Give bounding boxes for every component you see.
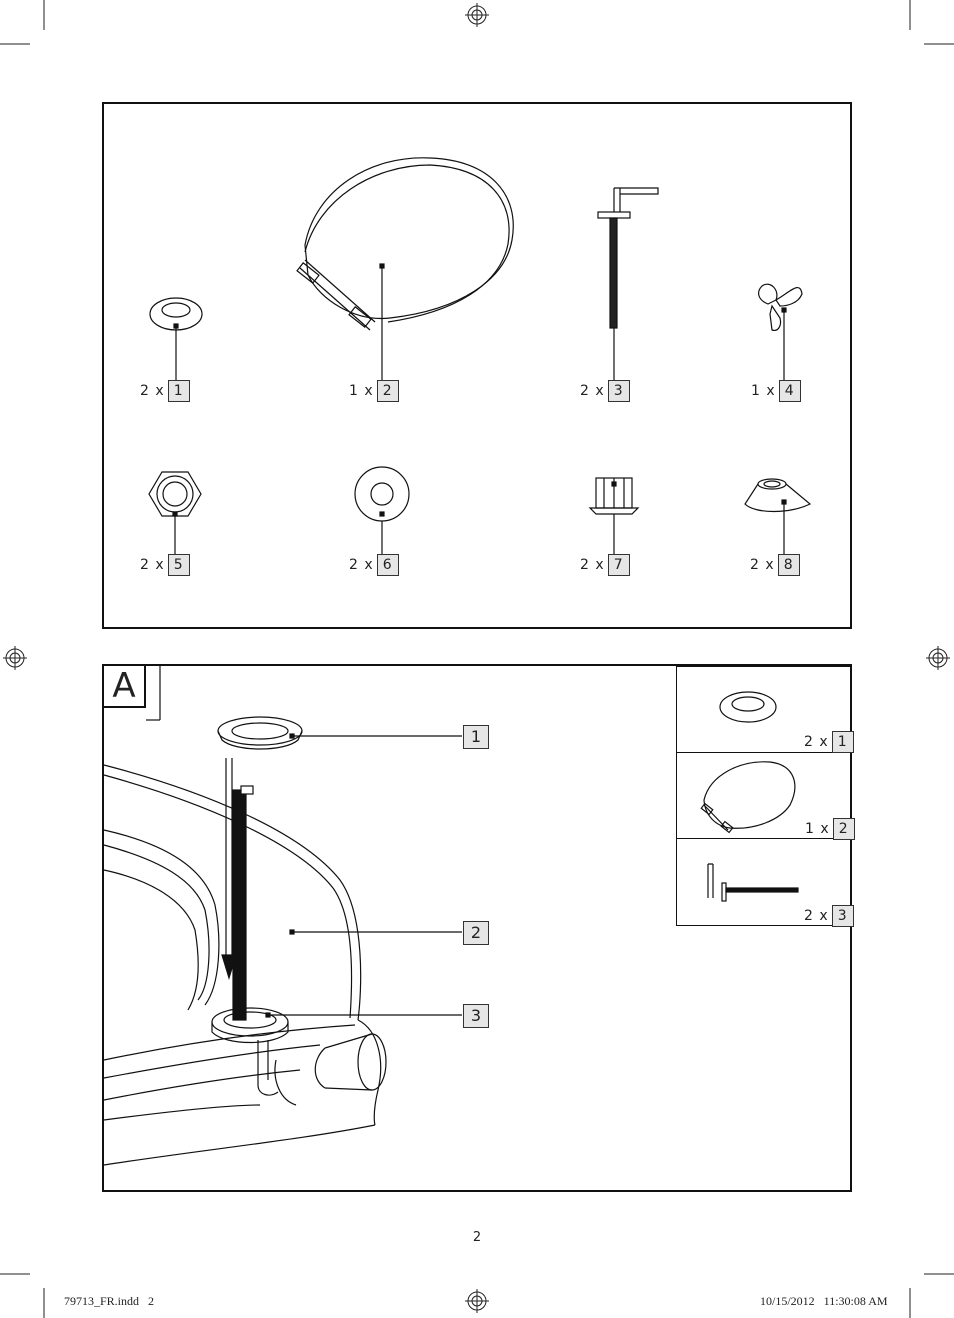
inset-1-number: 1	[831, 731, 854, 753]
part-4-wing-nut-drawing	[758, 283, 803, 380]
part-7-number: 7	[607, 554, 630, 576]
part-5-hex-nut-drawing	[148, 471, 202, 555]
part-1-cup-washer-drawing	[149, 297, 203, 380]
inset-3-qty: 2 x	[804, 908, 829, 924]
part-6-washer-drawing	[354, 466, 410, 555]
inset-2-qty: 1 x	[805, 821, 830, 837]
parts-overview-panel	[102, 102, 852, 629]
inset-1-qty: 2 x	[804, 734, 829, 750]
part-6-number: 6	[376, 554, 399, 576]
part-6-qty: 2 x	[349, 557, 374, 573]
part-4-number: 4	[778, 380, 801, 402]
part-7-sleeve-drawing	[588, 477, 640, 555]
part-1-number: 1	[167, 380, 190, 402]
inset-2-number: 2	[832, 818, 855, 840]
part-5-number: 5	[167, 554, 190, 576]
step-bolt-drawing	[232, 789, 247, 1021]
page-number: 2	[472, 1230, 482, 1245]
part-8-qty: 2 x	[750, 557, 775, 573]
part-3-number: 3	[607, 380, 630, 402]
part-2-qty: 1 x	[349, 383, 374, 399]
part-2-toilet-seat-drawing	[296, 157, 514, 380]
inset-row-3	[676, 838, 851, 926]
registration-mark-bottom	[465, 1289, 489, 1313]
step-seat-drawing	[103, 764, 387, 1166]
step-arrow-drawing	[221, 758, 237, 981]
registration-mark-top	[465, 3, 489, 27]
part-1-qty: 2 x	[140, 383, 165, 399]
step-label: A	[102, 664, 146, 708]
step-hinge-washer-drawing	[211, 1007, 289, 1044]
parts-drawings	[148, 157, 812, 555]
part-8-cone-spacer-drawing	[744, 478, 812, 555]
part-5-qty: 2 x	[140, 557, 165, 573]
part-3-qty: 2 x	[580, 383, 605, 399]
part-2-number: 2	[376, 380, 399, 402]
registration-mark-right	[926, 646, 950, 670]
inset-3-number: 3	[831, 905, 854, 927]
inset-bolt-drawing	[707, 863, 799, 902]
registration-mark-left	[3, 646, 27, 670]
step-callout-2: 2	[463, 921, 489, 945]
part-3-bolt-drawing	[597, 187, 659, 380]
part-8-number: 8	[777, 554, 800, 576]
step-callout-1: 1	[463, 725, 489, 749]
inset-cup-washer-drawing	[719, 691, 777, 723]
step-cup-washer-drawing	[217, 716, 303, 750]
part-7-qty: 2 x	[580, 557, 605, 573]
footer-timestamp: 10/15/2012 11:30:08 AM	[760, 1294, 888, 1308]
step-callout-3: 3	[463, 1004, 489, 1028]
footer-file: 79713_FR.indd 2	[64, 1294, 155, 1308]
part-4-qty: 1 x	[751, 383, 776, 399]
inset-seat-drawing	[700, 761, 796, 834]
